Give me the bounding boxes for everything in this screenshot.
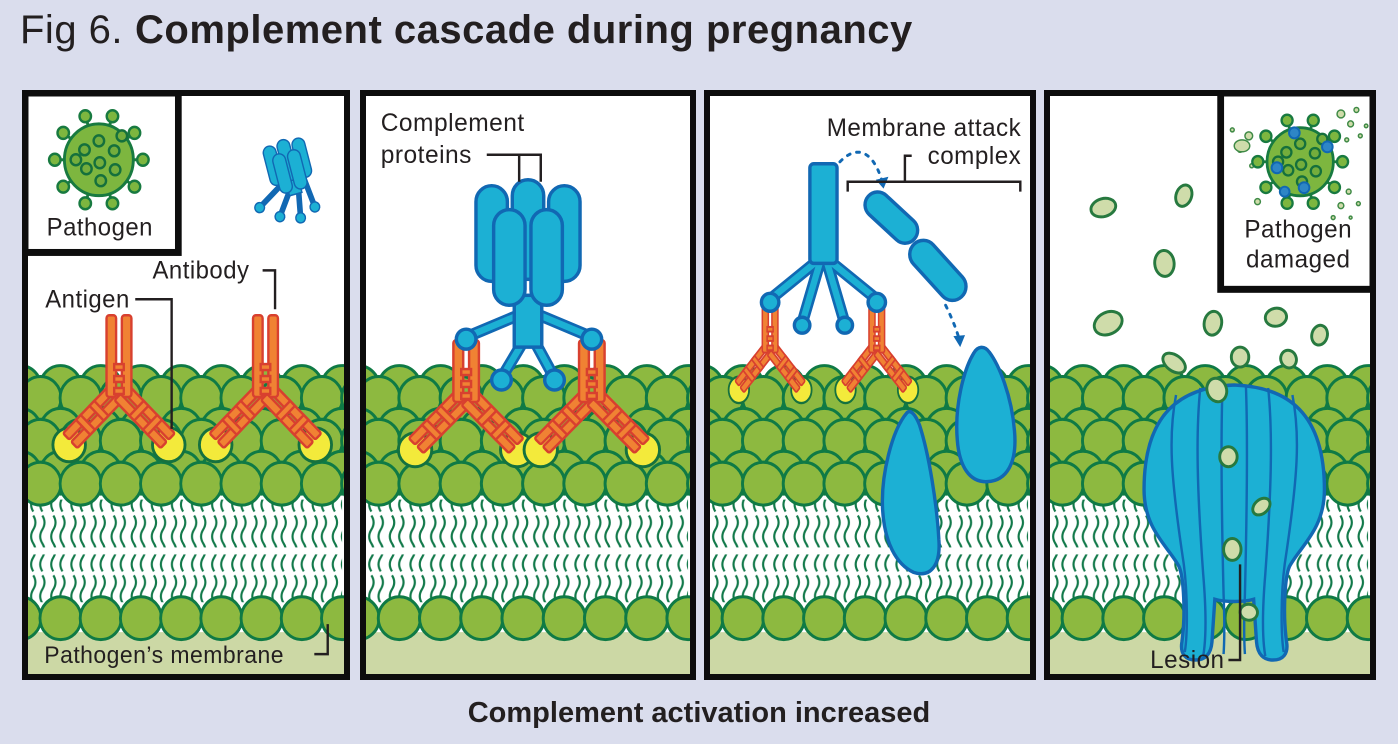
pathogen-inset-label: Pathogen — [47, 214, 153, 242]
lesion-pore — [1142, 383, 1327, 662]
figure-title-text: Complement cascade during pregnancy — [135, 8, 913, 52]
panel-3-illustration: Membrane attack complex — [710, 115, 1030, 674]
figure-caption: Complement activation increased — [467, 697, 931, 729]
mac-subunit-1 — [863, 190, 920, 245]
membrane-label: Pathogen’s membrane — [44, 642, 284, 669]
complement-pointer-line — [486, 153, 542, 182]
pathogen-inset: Pathogen — [28, 96, 182, 256]
figure-number: Fig 6. — [20, 8, 124, 52]
panel-2-illustration: Complement proteins — [366, 110, 690, 674]
assembly-arrow-2 — [944, 303, 961, 341]
pore-sites — [1270, 126, 1334, 198]
mac-inserted-left — [880, 409, 941, 576]
arrowhead-2 — [953, 335, 966, 348]
antibody-label: Antibody — [152, 257, 249, 285]
assembly-arrow-1 — [838, 150, 884, 182]
complement-label-line1: Complement — [381, 110, 525, 137]
mac-label-line1: Membrane attack — [827, 115, 1022, 142]
antigen-label: Antigen — [45, 286, 130, 314]
mac-inserted-right — [955, 345, 1017, 484]
antibody-pointer-line — [262, 269, 277, 310]
mac-subunit-2 — [908, 238, 968, 303]
panel-1-illustration: Pathogen Antigen Antibody Pathogen’s mem… — [28, 96, 344, 674]
leaked-content-blobs — [1089, 183, 1329, 375]
spray-particles — [1229, 106, 1369, 221]
panel-3-membrane-attack-complex: Membrane attack complex — [704, 90, 1036, 680]
mac-label-line2: complex — [928, 142, 1022, 169]
lesion-pointer-line — [1228, 564, 1242, 662]
pathogen-damaged-label-line2: damaged — [1246, 246, 1350, 273]
panel-4-pathogen-lysis: Pathogen damaged Lesion — [1044, 90, 1376, 680]
mac-bracket — [846, 154, 1022, 192]
panel-2-complement-binding: Complement proteins — [360, 90, 696, 680]
blobs-escaping-through-pore — [1205, 376, 1272, 622]
complement-protein-complex — [759, 162, 888, 335]
figure-title: Fig 6.Complement cascade during pregnanc… — [20, 8, 913, 53]
antigen-pointer-line — [135, 298, 173, 429]
membrane-pointer-line — [314, 624, 329, 656]
pathogen-damaged-inset: Pathogen damaged — [1217, 96, 1370, 293]
lesion-label: Lesion — [1150, 647, 1224, 674]
panel-1-antibody-binding: Pathogen Antigen Antibody Pathogen’s mem… — [22, 90, 350, 680]
panel-4-illustration: Pathogen damaged Lesion — [1050, 96, 1370, 674]
complement-protein-complex — [454, 177, 604, 392]
free-complement-protein — [254, 133, 321, 224]
pathogen-damaged-label-line1: Pathogen — [1244, 216, 1352, 243]
complement-label-line2: proteins — [381, 142, 472, 169]
